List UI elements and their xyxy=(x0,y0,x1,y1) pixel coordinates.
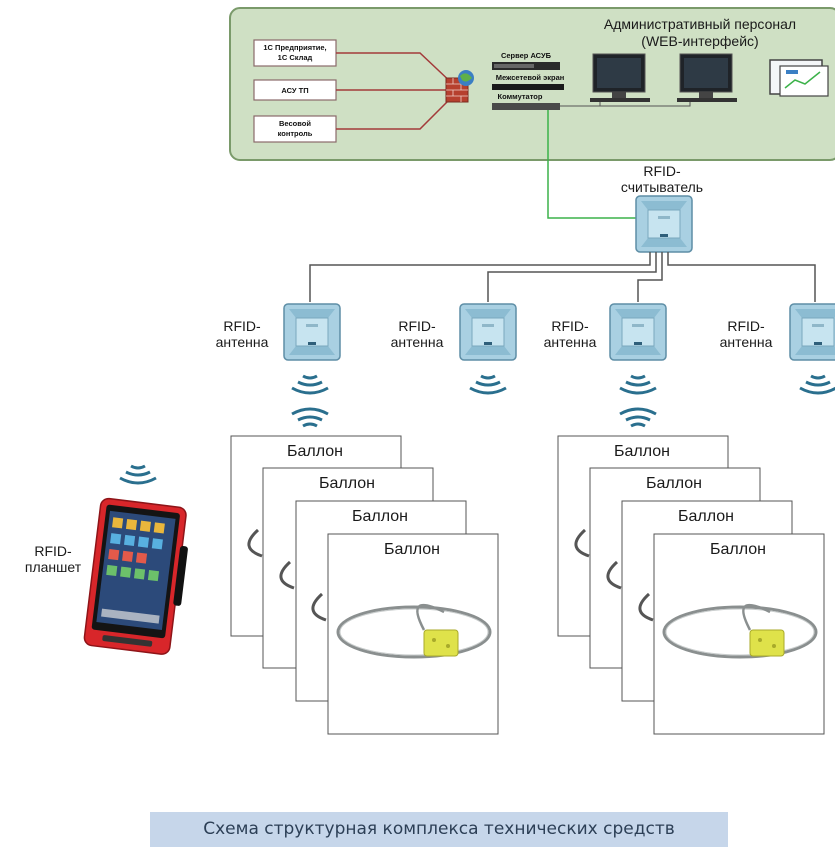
cylinder-group-1-signal-icon xyxy=(290,407,330,428)
cylinder-card-label: Баллон xyxy=(384,541,440,558)
antenna-3-signal-icon xyxy=(618,374,658,395)
antenna-2-label-2: антенна xyxy=(391,334,444,350)
admin-links xyxy=(560,102,691,107)
system-weight-box: Весовой контроль xyxy=(253,115,337,143)
switch-to-reader-link xyxy=(547,110,637,219)
server-rack: Сервер АСУБ Межсетевой экран Коммутатор xyxy=(492,51,564,110)
system-1c-box: 1С Предприятие, 1С Склад xyxy=(253,39,337,67)
cylinder-group-2: Баллон Баллон Баллон Баллон xyxy=(557,435,825,735)
cylinder-card-label: Баллон xyxy=(678,508,734,525)
antenna-2-signal-icon xyxy=(468,374,508,395)
antenna-3-icon xyxy=(609,303,667,361)
system-weight-line-2: контроль xyxy=(278,129,313,138)
tablet-device-icon xyxy=(83,497,188,655)
reader-antenna-cables xyxy=(309,252,816,302)
cylinder-group-2-signal-icon xyxy=(618,407,658,428)
reader-label-line-1: RFID- xyxy=(643,163,681,179)
antenna-1-label-2: антенна xyxy=(216,334,269,350)
antenna-4: RFID- антенна xyxy=(720,303,835,395)
firewall-label: Межсетевой экран xyxy=(496,73,565,82)
antenna-1: RFID- антенна xyxy=(216,303,341,395)
switch-label: Коммутатор xyxy=(498,92,543,101)
antenna-2-label-1: RFID- xyxy=(398,318,436,334)
antenna-1-label-1: RFID- xyxy=(223,318,261,334)
antenna-3: RFID- антенна xyxy=(544,303,667,395)
admin-pc-2 xyxy=(677,53,737,102)
globe-icon xyxy=(458,70,474,86)
cylinder-card-label: Баллон xyxy=(352,508,408,525)
antenna-4-label-2: антенна xyxy=(720,334,773,350)
cylinder-card: Баллон xyxy=(653,533,825,735)
system-1c-line-1: 1С Предприятие, xyxy=(263,43,326,52)
admin-label: Административный персонал (WEB-интерфейс… xyxy=(604,16,796,49)
system-asutp-line-1: АСУ ТП xyxy=(281,86,308,95)
antenna-1-signal-icon xyxy=(290,374,330,395)
antenna-3-label-1: RFID- xyxy=(551,318,589,334)
antenna-4-icon xyxy=(789,303,835,361)
admin-label-line-1: Административный персонал xyxy=(604,16,796,32)
admin-label-line-2: (WEB-интерфейс) xyxy=(641,33,758,49)
cylinder-card-label: Баллон xyxy=(287,443,343,460)
system-weight-line-1: Весовой xyxy=(279,119,311,128)
system-asutp-box: АСУ ТП xyxy=(253,79,337,101)
diagram-caption: Схема структурная комплекса технических … xyxy=(150,812,728,847)
tablet-label-line-2: планшет xyxy=(25,559,82,575)
admin-pc-1 xyxy=(590,53,650,102)
cylinder-card-label: Баллон xyxy=(646,475,702,492)
system-1c-line-2: 1С Склад xyxy=(278,53,313,62)
antenna-2-icon xyxy=(459,303,517,361)
cylinder-card: Баллон xyxy=(327,533,499,735)
server-label: Сервер АСУБ xyxy=(501,51,552,60)
antenna-2: RFID- антенна xyxy=(391,303,517,395)
rfid-reader-icon xyxy=(635,195,693,253)
antenna-4-signal-icon xyxy=(798,374,835,395)
tablet-signal-icon xyxy=(118,464,158,485)
rfid-tablet: RFID- планшет xyxy=(25,464,188,655)
antenna-1-icon xyxy=(283,303,341,361)
rfid-reader-label: RFID- считыватель xyxy=(621,163,703,195)
cylinder-card-label: Баллон xyxy=(710,541,766,558)
cylinder-group-1: Баллон Баллон Баллон Баллон xyxy=(230,435,499,735)
dashboard-screens-icon xyxy=(769,59,829,97)
cylinder-card-label: Баллон xyxy=(614,443,670,460)
tablet-label-line-1: RFID- xyxy=(34,543,72,559)
antenna-3-label-2: антенна xyxy=(544,334,597,350)
reader-label-line-2: считыватель xyxy=(621,179,703,195)
cylinder-card-label: Баллон xyxy=(319,475,375,492)
antenna-4-label-1: RFID- xyxy=(727,318,765,334)
system-links xyxy=(336,52,456,130)
